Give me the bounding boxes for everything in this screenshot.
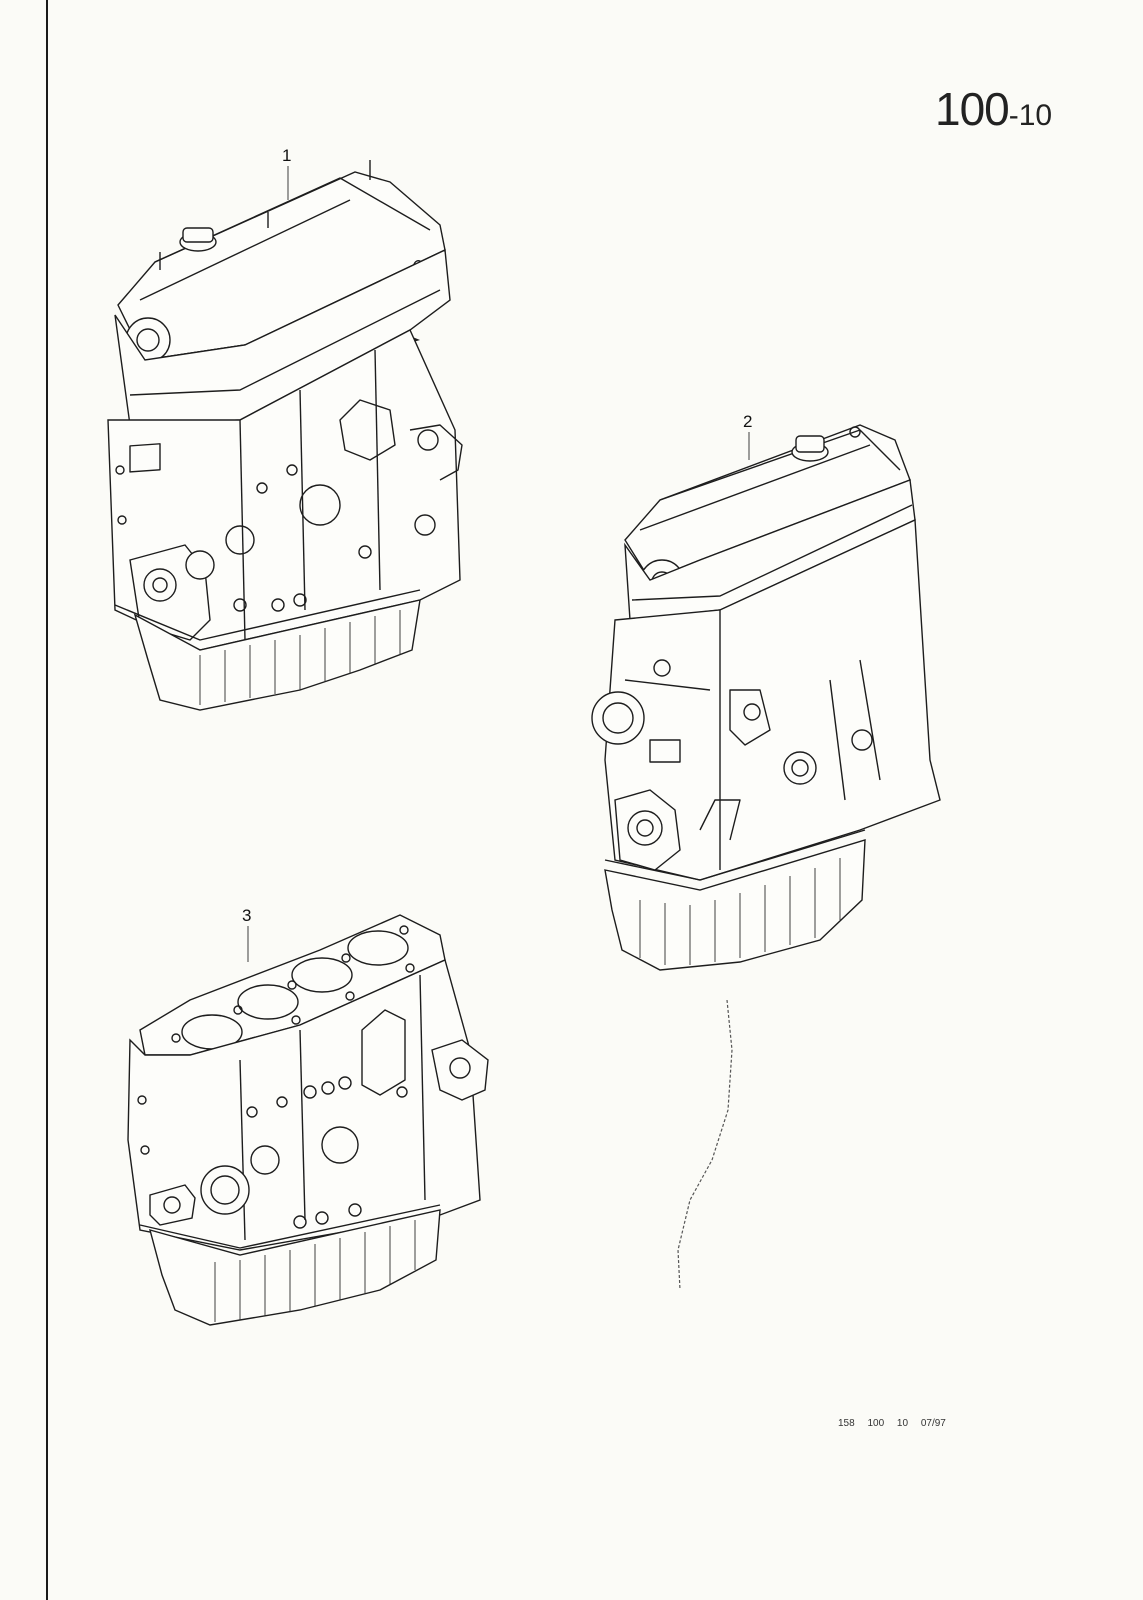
engine-long-block-icon: [107, 160, 463, 711]
scan-artifact: [677, 999, 733, 1291]
binding-margin-line: [46, 0, 48, 1600]
callout-leader-lines: [247, 166, 750, 962]
page-number: 100-10: [935, 82, 1052, 136]
engine-short-block-icon: [127, 914, 489, 1326]
callout-2: 2: [743, 412, 753, 431]
page-number-main: 100: [935, 83, 1010, 135]
footer-code: 158 100 10 07/97: [838, 1418, 946, 1429]
engine-long-block-rear-icon: [591, 424, 941, 971]
callout-3: 3: [242, 906, 252, 925]
callout-1: 1: [282, 146, 292, 165]
page-number-suffix: -10: [1008, 99, 1053, 132]
